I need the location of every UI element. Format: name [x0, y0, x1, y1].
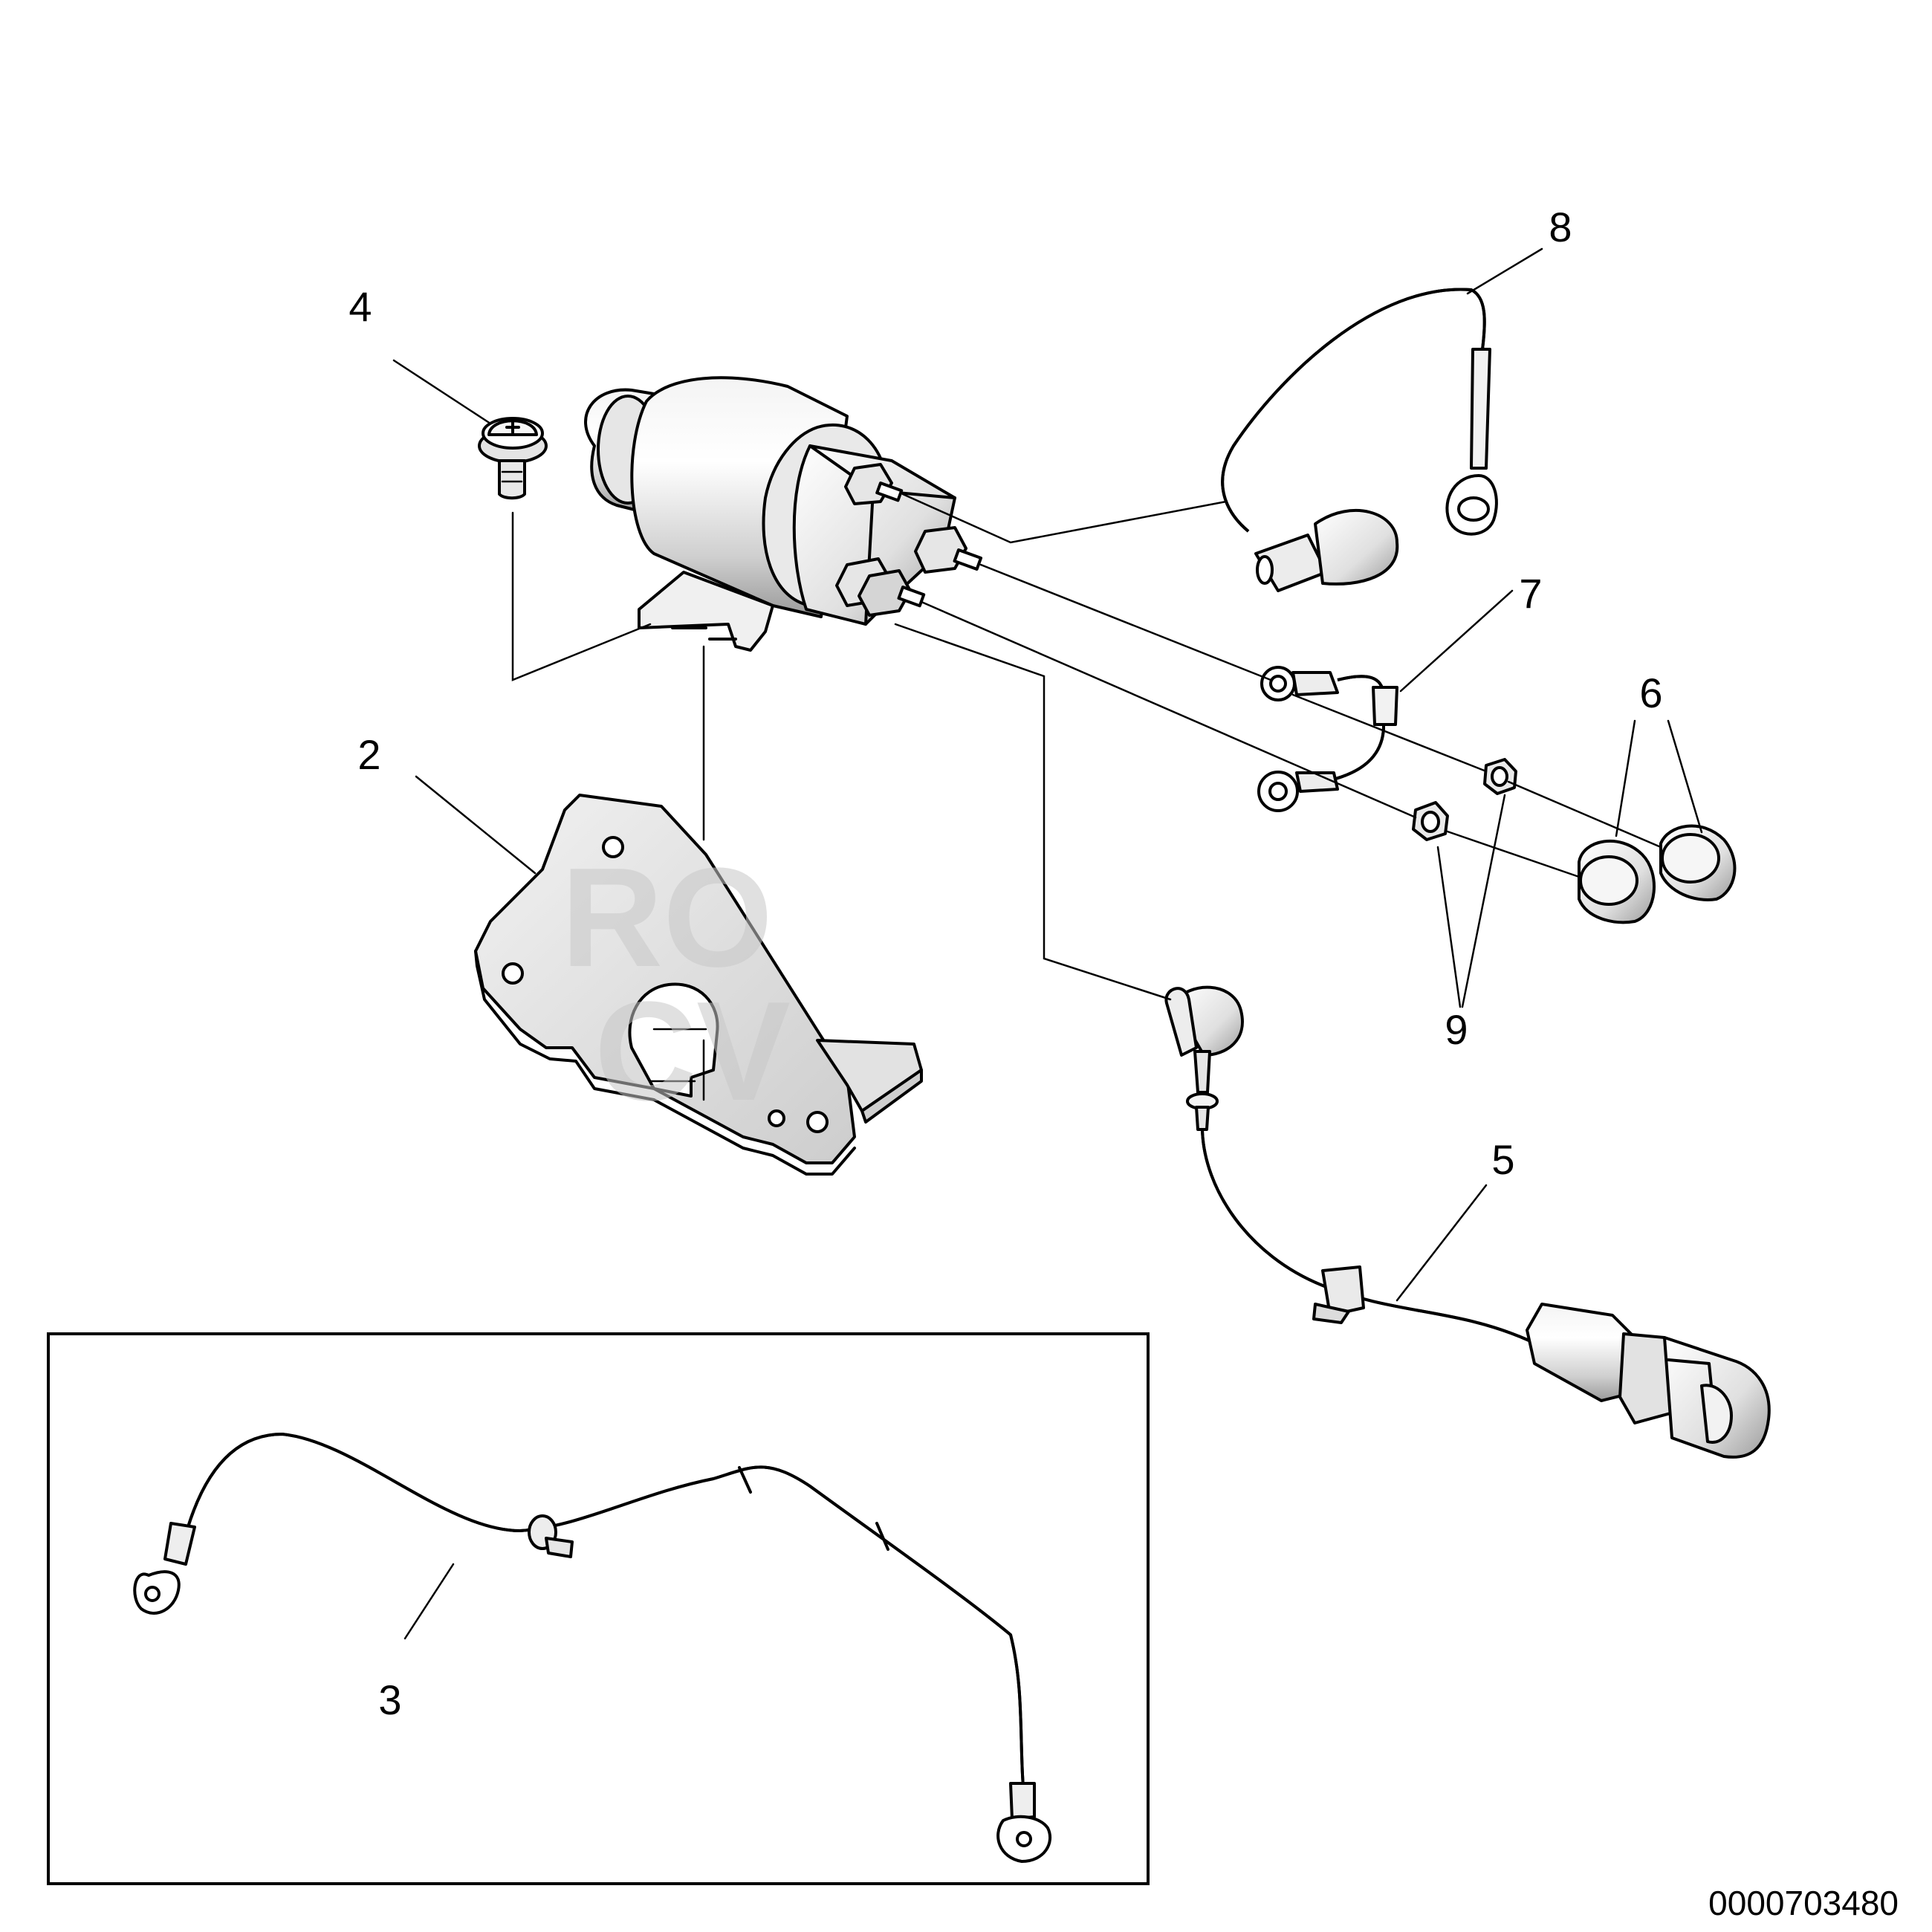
callout-8: 8 [1549, 204, 1572, 250]
assembly-lines [511, 493, 1662, 1101]
link-wire-7 [1257, 666, 1398, 812]
document-number: 0000703480 [1708, 1884, 1899, 1922]
callout-2: 2 [357, 731, 380, 778]
solenoid [584, 376, 983, 652]
svg-text:RO: RO [561, 839, 773, 996]
callout-3: 3 [378, 1676, 401, 1723]
harness-5 [1164, 985, 1771, 1459]
screw [478, 417, 548, 500]
caps-6 [1578, 824, 1737, 924]
callout-7: 7 [1519, 570, 1542, 617]
terminal-studs [835, 463, 983, 617]
svg-text:CV: CV [594, 973, 791, 1130]
mounting-bracket: RO CV [474, 794, 923, 1176]
callout-leaders [392, 247, 1703, 1640]
inset-frame [47, 1332, 1150, 1885]
nuts-9 [1412, 758, 1517, 841]
callout-5: 5 [1491, 1136, 1514, 1183]
ground-cable-3 [133, 1433, 1052, 1863]
callout-4: 4 [349, 283, 372, 330]
callout-9: 9 [1445, 1006, 1468, 1053]
cable-8 [1221, 288, 1498, 592]
callout-6: 6 [1639, 670, 1662, 716]
